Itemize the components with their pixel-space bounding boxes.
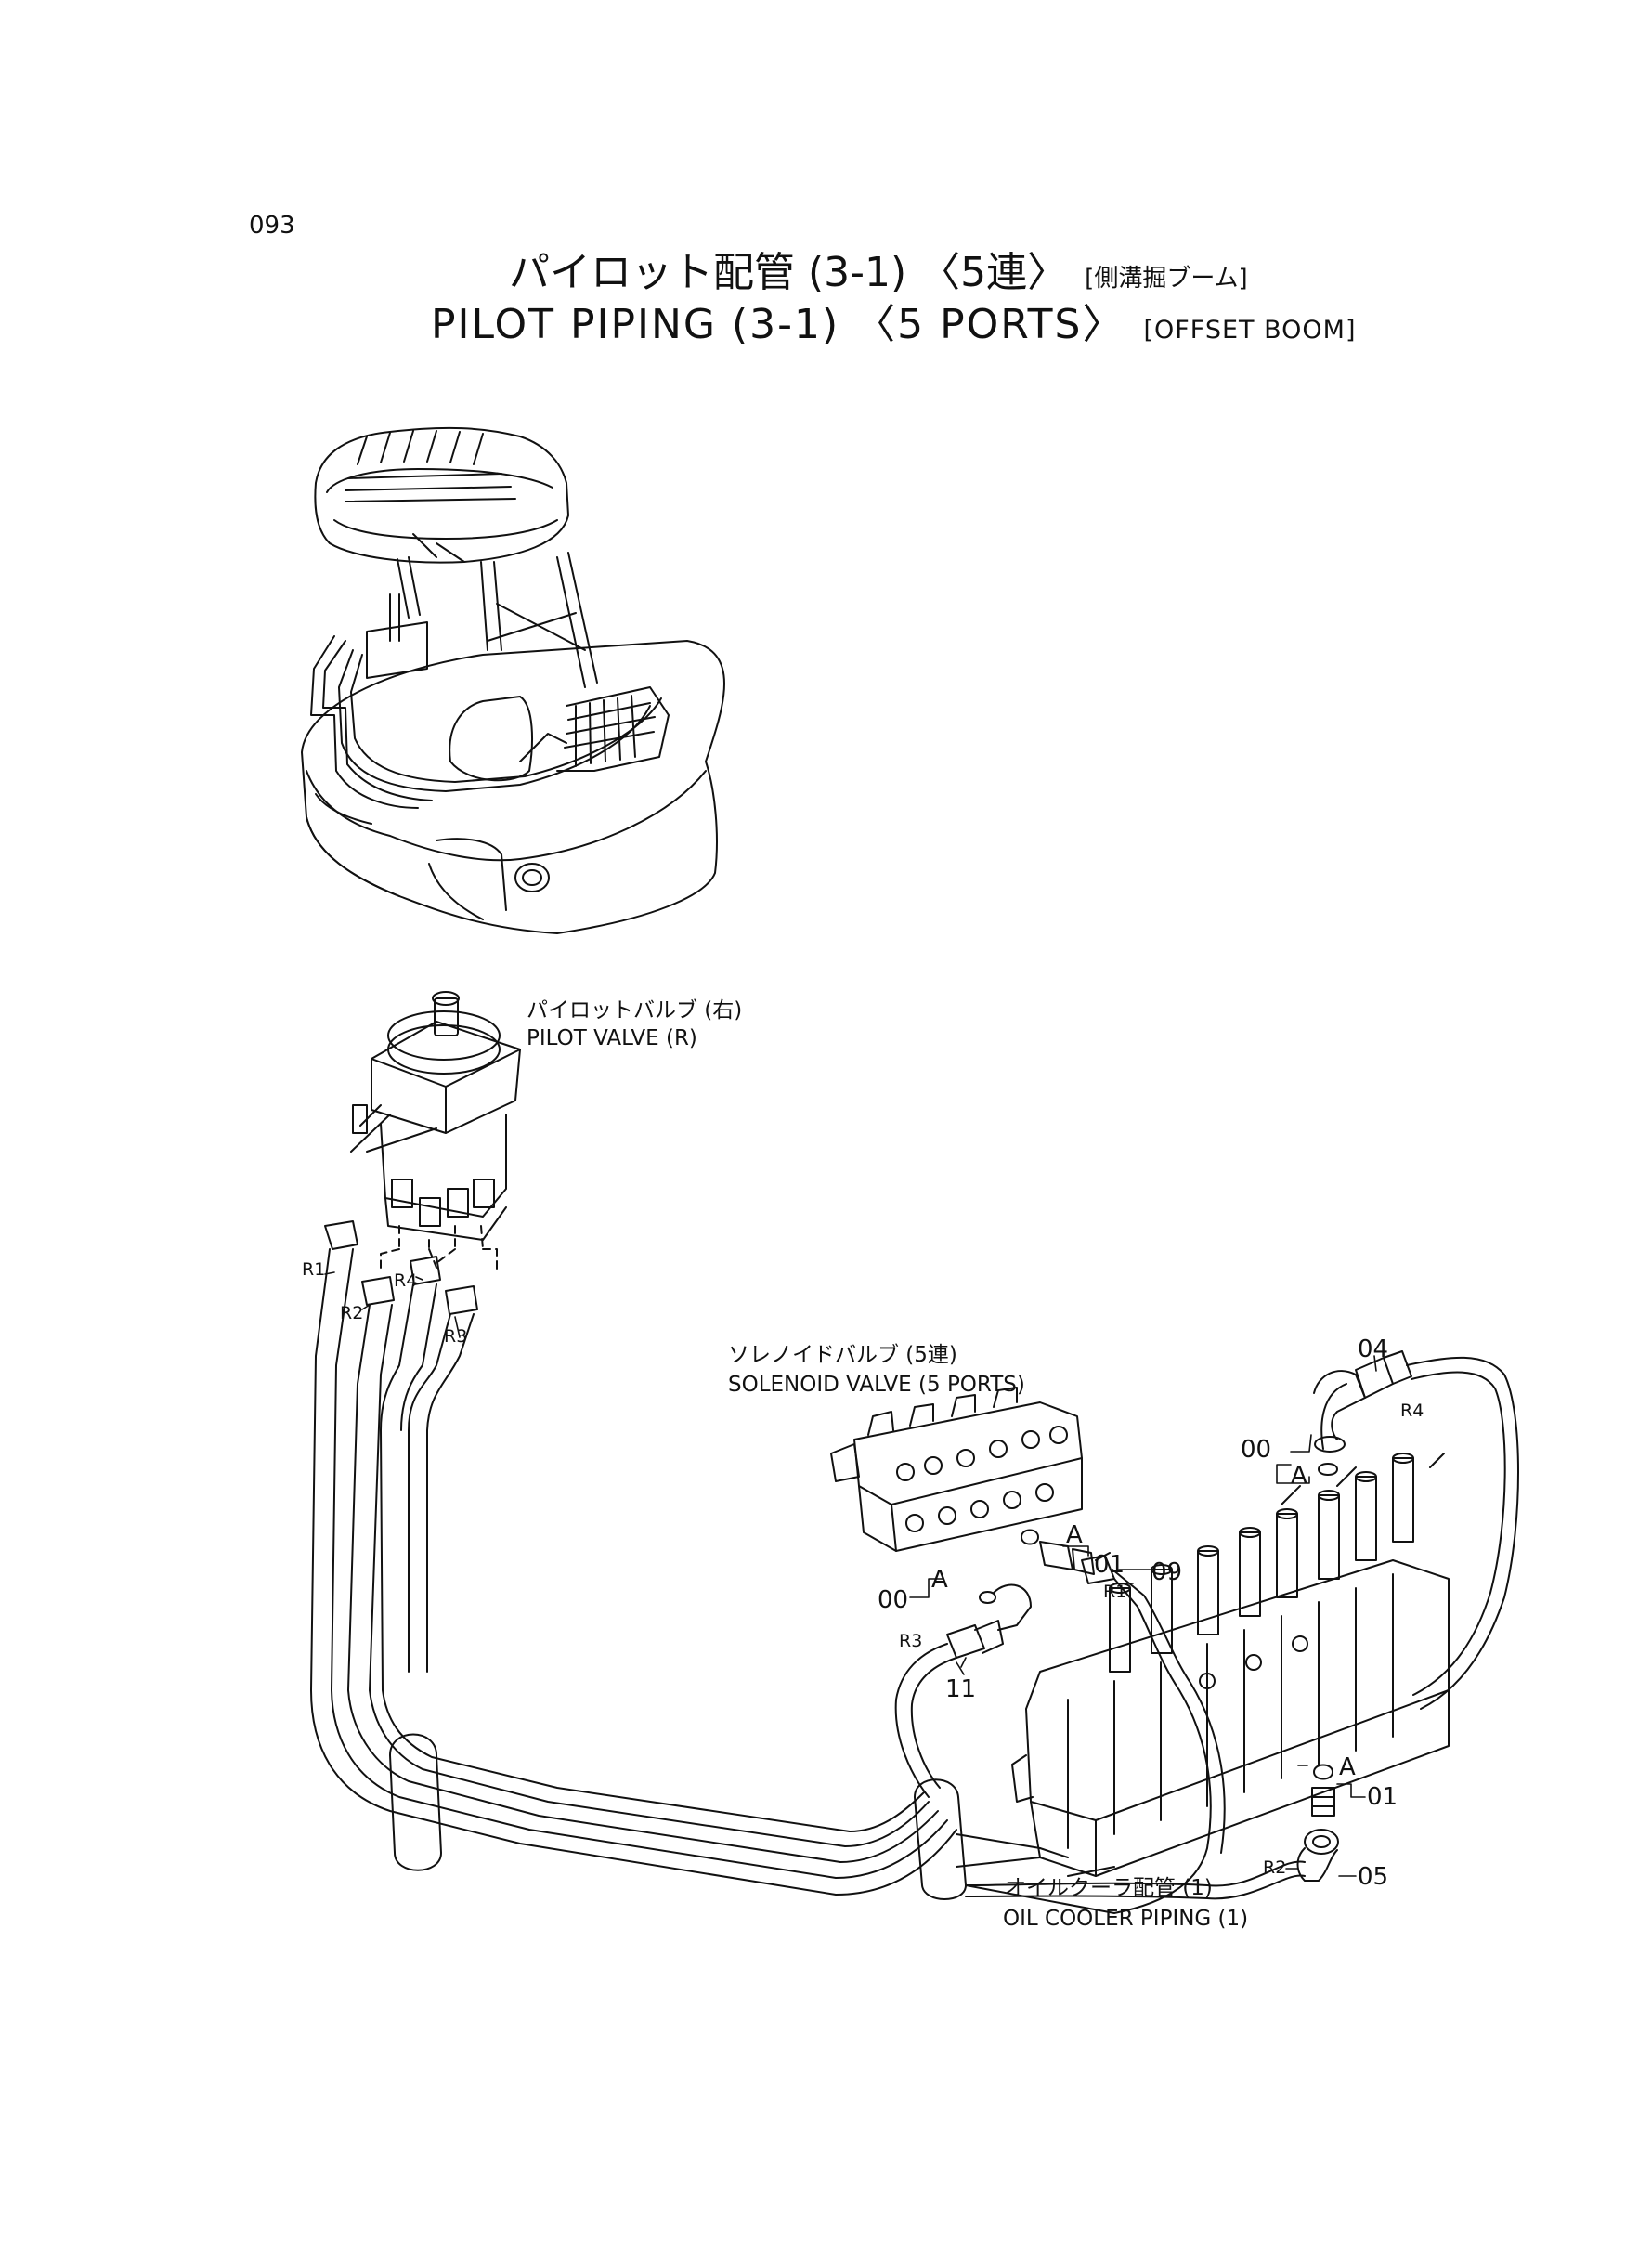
hose-tag-r1: R1 — [302, 1259, 326, 1280]
solenoid-valve-drawing — [831, 1388, 1082, 1551]
hose-fitting-r1 — [325, 1221, 358, 1249]
hose-tag-r3: R3 — [444, 1326, 468, 1347]
pilot-hose-bundle — [311, 1221, 966, 1899]
hose-tag-r4: R4 — [394, 1270, 418, 1291]
callout-r3: R3 — [899, 1631, 923, 1651]
machine-overview-illustration — [302, 428, 724, 933]
oil-cooler-label-en: OIL COOLER PIPING (1) — [1003, 1907, 1249, 1931]
leader-lines — [325, 1272, 1376, 1876]
right-side-hoses-and-fittings — [896, 1351, 1518, 1913]
callout-09: 09 — [1151, 1558, 1183, 1586]
hose-tag-r2: R2 — [340, 1303, 364, 1323]
title-japanese: パイロット配管 (3-1) 〈5連〉[側溝掘ブーム] — [509, 253, 1248, 293]
callout-01-upper: 01 — [1094, 1551, 1125, 1579]
title-japanese-sub: [側溝掘ブーム] — [1085, 265, 1248, 293]
callout-a-right: A — [1339, 1753, 1356, 1781]
callout-a-mid: A — [1066, 1521, 1083, 1549]
hose-fitting-r3 — [446, 1286, 477, 1314]
callout-00-lower: 00 — [878, 1586, 909, 1614]
oil-cooler-label-jp: オイルクーラ配管 (1) — [1005, 1876, 1213, 1900]
callout-01-right: 01 — [1367, 1783, 1398, 1811]
title-japanese-main: パイロット配管 (3-1) 〈5連〉 — [509, 249, 1069, 296]
control-valve-bank-drawing — [1012, 1453, 1449, 1876]
hose-fitting-r4 — [410, 1257, 440, 1284]
hose-clamp-right — [915, 1779, 966, 1899]
callout-r4: R4 — [1400, 1401, 1424, 1421]
pilot-valve-drawing — [351, 992, 520, 1272]
callout-r2: R2 — [1263, 1857, 1287, 1878]
pilot-valve-label-jp: パイロットバルブ (右) — [527, 998, 743, 1023]
callout-04: 04 — [1358, 1335, 1389, 1363]
callout-11: 11 — [945, 1675, 977, 1703]
solenoid-valve-label-en: SOLENOID VALVE (5 PORTS) — [728, 1373, 1025, 1397]
callout-a-upper: A — [1291, 1462, 1307, 1490]
solenoid-valve-label-jp: ソレノイドバルブ (5連) — [728, 1343, 957, 1367]
page-number: 093 — [249, 212, 295, 240]
callout-05: 05 — [1358, 1863, 1389, 1891]
title-english-sub: [OFFSET BOOM] — [1143, 316, 1357, 345]
pilot-valve-label-en: PILOT VALVE (R) — [527, 1026, 697, 1050]
hose-clamp-left — [390, 1735, 441, 1870]
callout-a-lower: A — [931, 1566, 948, 1594]
title-english-main: PILOT PIPING (3-1) 〈5 PORTS〉 — [431, 301, 1125, 348]
callout-r1: R1 — [1103, 1582, 1127, 1602]
hose-fitting-r2 — [362, 1277, 394, 1305]
callout-00-upper: 00 — [1241, 1436, 1272, 1464]
title-english: PILOT PIPING (3-1) 〈5 PORTS〉[OFFSET BOOM… — [431, 305, 1357, 345]
